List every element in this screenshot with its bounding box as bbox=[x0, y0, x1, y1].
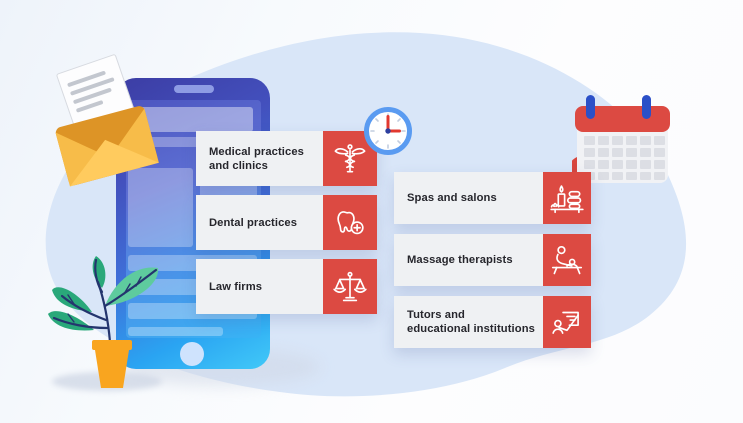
card-label: Dental practices bbox=[196, 195, 323, 250]
calendar-icon bbox=[572, 95, 672, 190]
phone-speaker bbox=[174, 85, 214, 93]
tooth-icon bbox=[323, 195, 377, 250]
massage-icon bbox=[543, 234, 591, 286]
card-tutors-education[interactable]: Tutors and educational institutions bbox=[394, 296, 591, 348]
card-label: Massage therapists bbox=[394, 234, 543, 286]
card-medical[interactable]: Medical practices and clinics bbox=[196, 131, 377, 186]
plant-icon bbox=[44, 248, 174, 393]
card-label: Law firms bbox=[196, 259, 323, 314]
phone-screen-row bbox=[128, 137, 257, 147]
card-law-firms[interactable]: Law firms bbox=[196, 259, 377, 314]
phone-screen-row bbox=[128, 168, 193, 247]
card-spas-salons[interactable]: Spas and salons bbox=[394, 172, 591, 224]
education-icon bbox=[543, 296, 591, 348]
phone-screen-row bbox=[128, 327, 223, 336]
card-massage-therapists[interactable]: Massage therapists bbox=[394, 234, 591, 286]
card-label: Tutors and educational institutions bbox=[394, 296, 543, 348]
card-label: Spas and salons bbox=[394, 172, 543, 224]
scales-icon bbox=[323, 259, 377, 314]
phone-home-button bbox=[180, 342, 204, 366]
clock-icon bbox=[362, 105, 414, 157]
card-dental[interactable]: Dental practices bbox=[196, 195, 377, 250]
envelope-icon bbox=[34, 46, 171, 195]
card-label: Medical practices and clinics bbox=[196, 131, 323, 186]
spa-icon bbox=[543, 172, 591, 224]
